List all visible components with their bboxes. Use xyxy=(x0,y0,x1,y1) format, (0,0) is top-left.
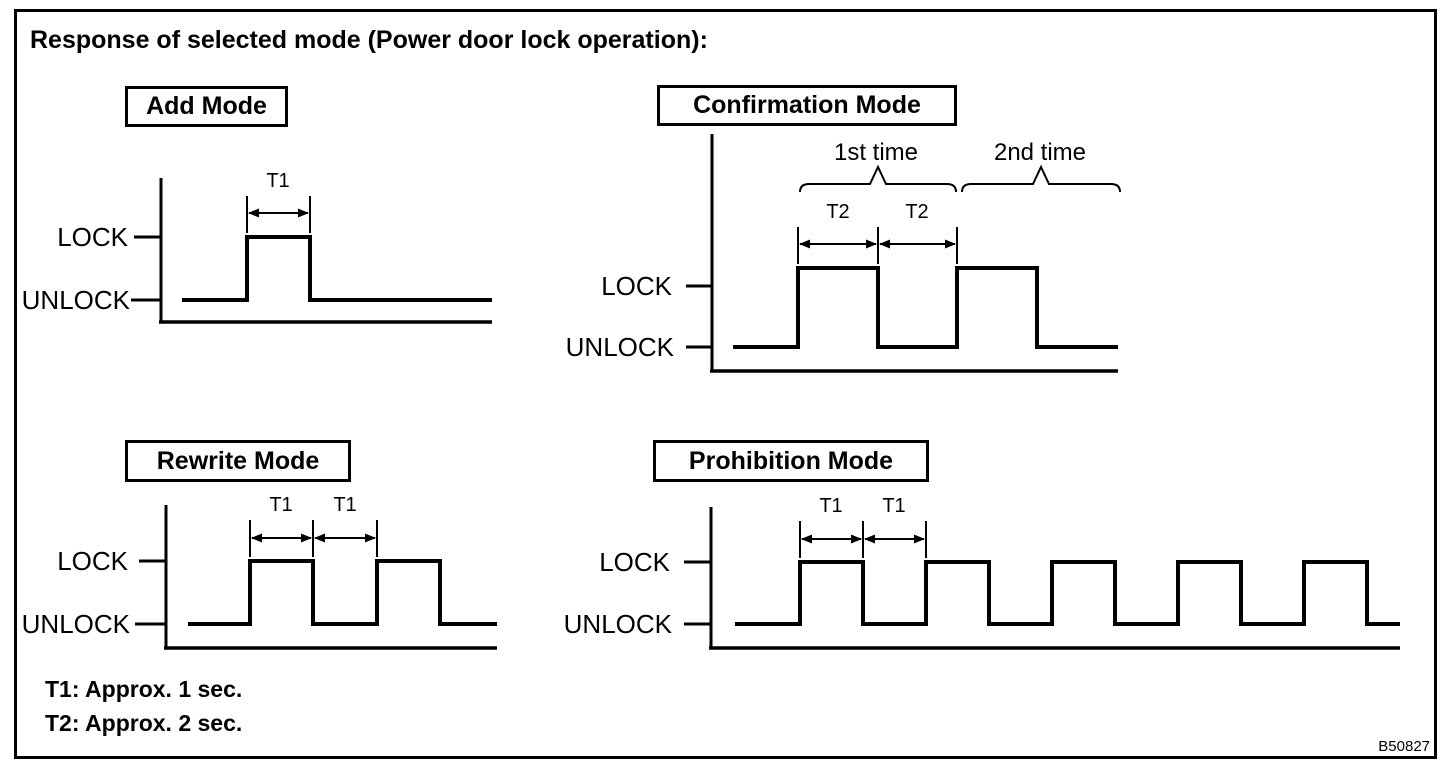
t1-duration-label-2-rewrite-mode: T1 xyxy=(333,494,357,516)
t1-duration-label-1-rewrite-mode: T1 xyxy=(269,494,293,516)
panel-title-confirmation-mode: Confirmation Mode xyxy=(657,85,957,126)
unlock-label-add-mode: UNLOCK xyxy=(21,285,130,315)
t1-duration-label-2-prohibition-mode: T1 xyxy=(882,495,906,517)
lock-label-confirmation-mode: LOCK xyxy=(601,271,672,301)
figure-title: Response of selected mode (Power door lo… xyxy=(30,26,708,54)
panel-title-add-mode: Add Mode xyxy=(125,86,288,127)
t2-definition-note: T2: Approx. 2 sec. xyxy=(45,710,243,736)
t1-definition-note: T1: Approx. 1 sec. xyxy=(45,676,243,702)
t2-duration-label-2-confirmation-mode: T2 xyxy=(905,201,929,223)
lock-label-add-mode: LOCK xyxy=(57,222,128,252)
figure-code: B50827 xyxy=(1378,738,1430,755)
unlock-label-rewrite-mode: UNLOCK xyxy=(21,609,130,639)
panel-title-prohibition-mode: Prohibition Mode xyxy=(653,440,929,482)
first-time-label-confirmation-mode: 1st time xyxy=(833,139,919,166)
t1-duration-label-add-mode: T1 xyxy=(266,170,290,192)
unlock-label-confirmation-mode: UNLOCK xyxy=(565,332,674,362)
second-time-label-confirmation-mode: 2nd time xyxy=(993,139,1087,166)
t1-duration-label-1-prohibition-mode: T1 xyxy=(819,495,843,517)
figure-frame xyxy=(14,9,1437,759)
lock-label-rewrite-mode: LOCK xyxy=(57,546,128,576)
lock-label-prohibition-mode: LOCK xyxy=(599,547,670,577)
panel-title-rewrite-mode: Rewrite Mode xyxy=(125,440,351,482)
t2-duration-label-1-confirmation-mode: T2 xyxy=(826,201,850,223)
unlock-label-prohibition-mode: UNLOCK xyxy=(563,609,672,639)
